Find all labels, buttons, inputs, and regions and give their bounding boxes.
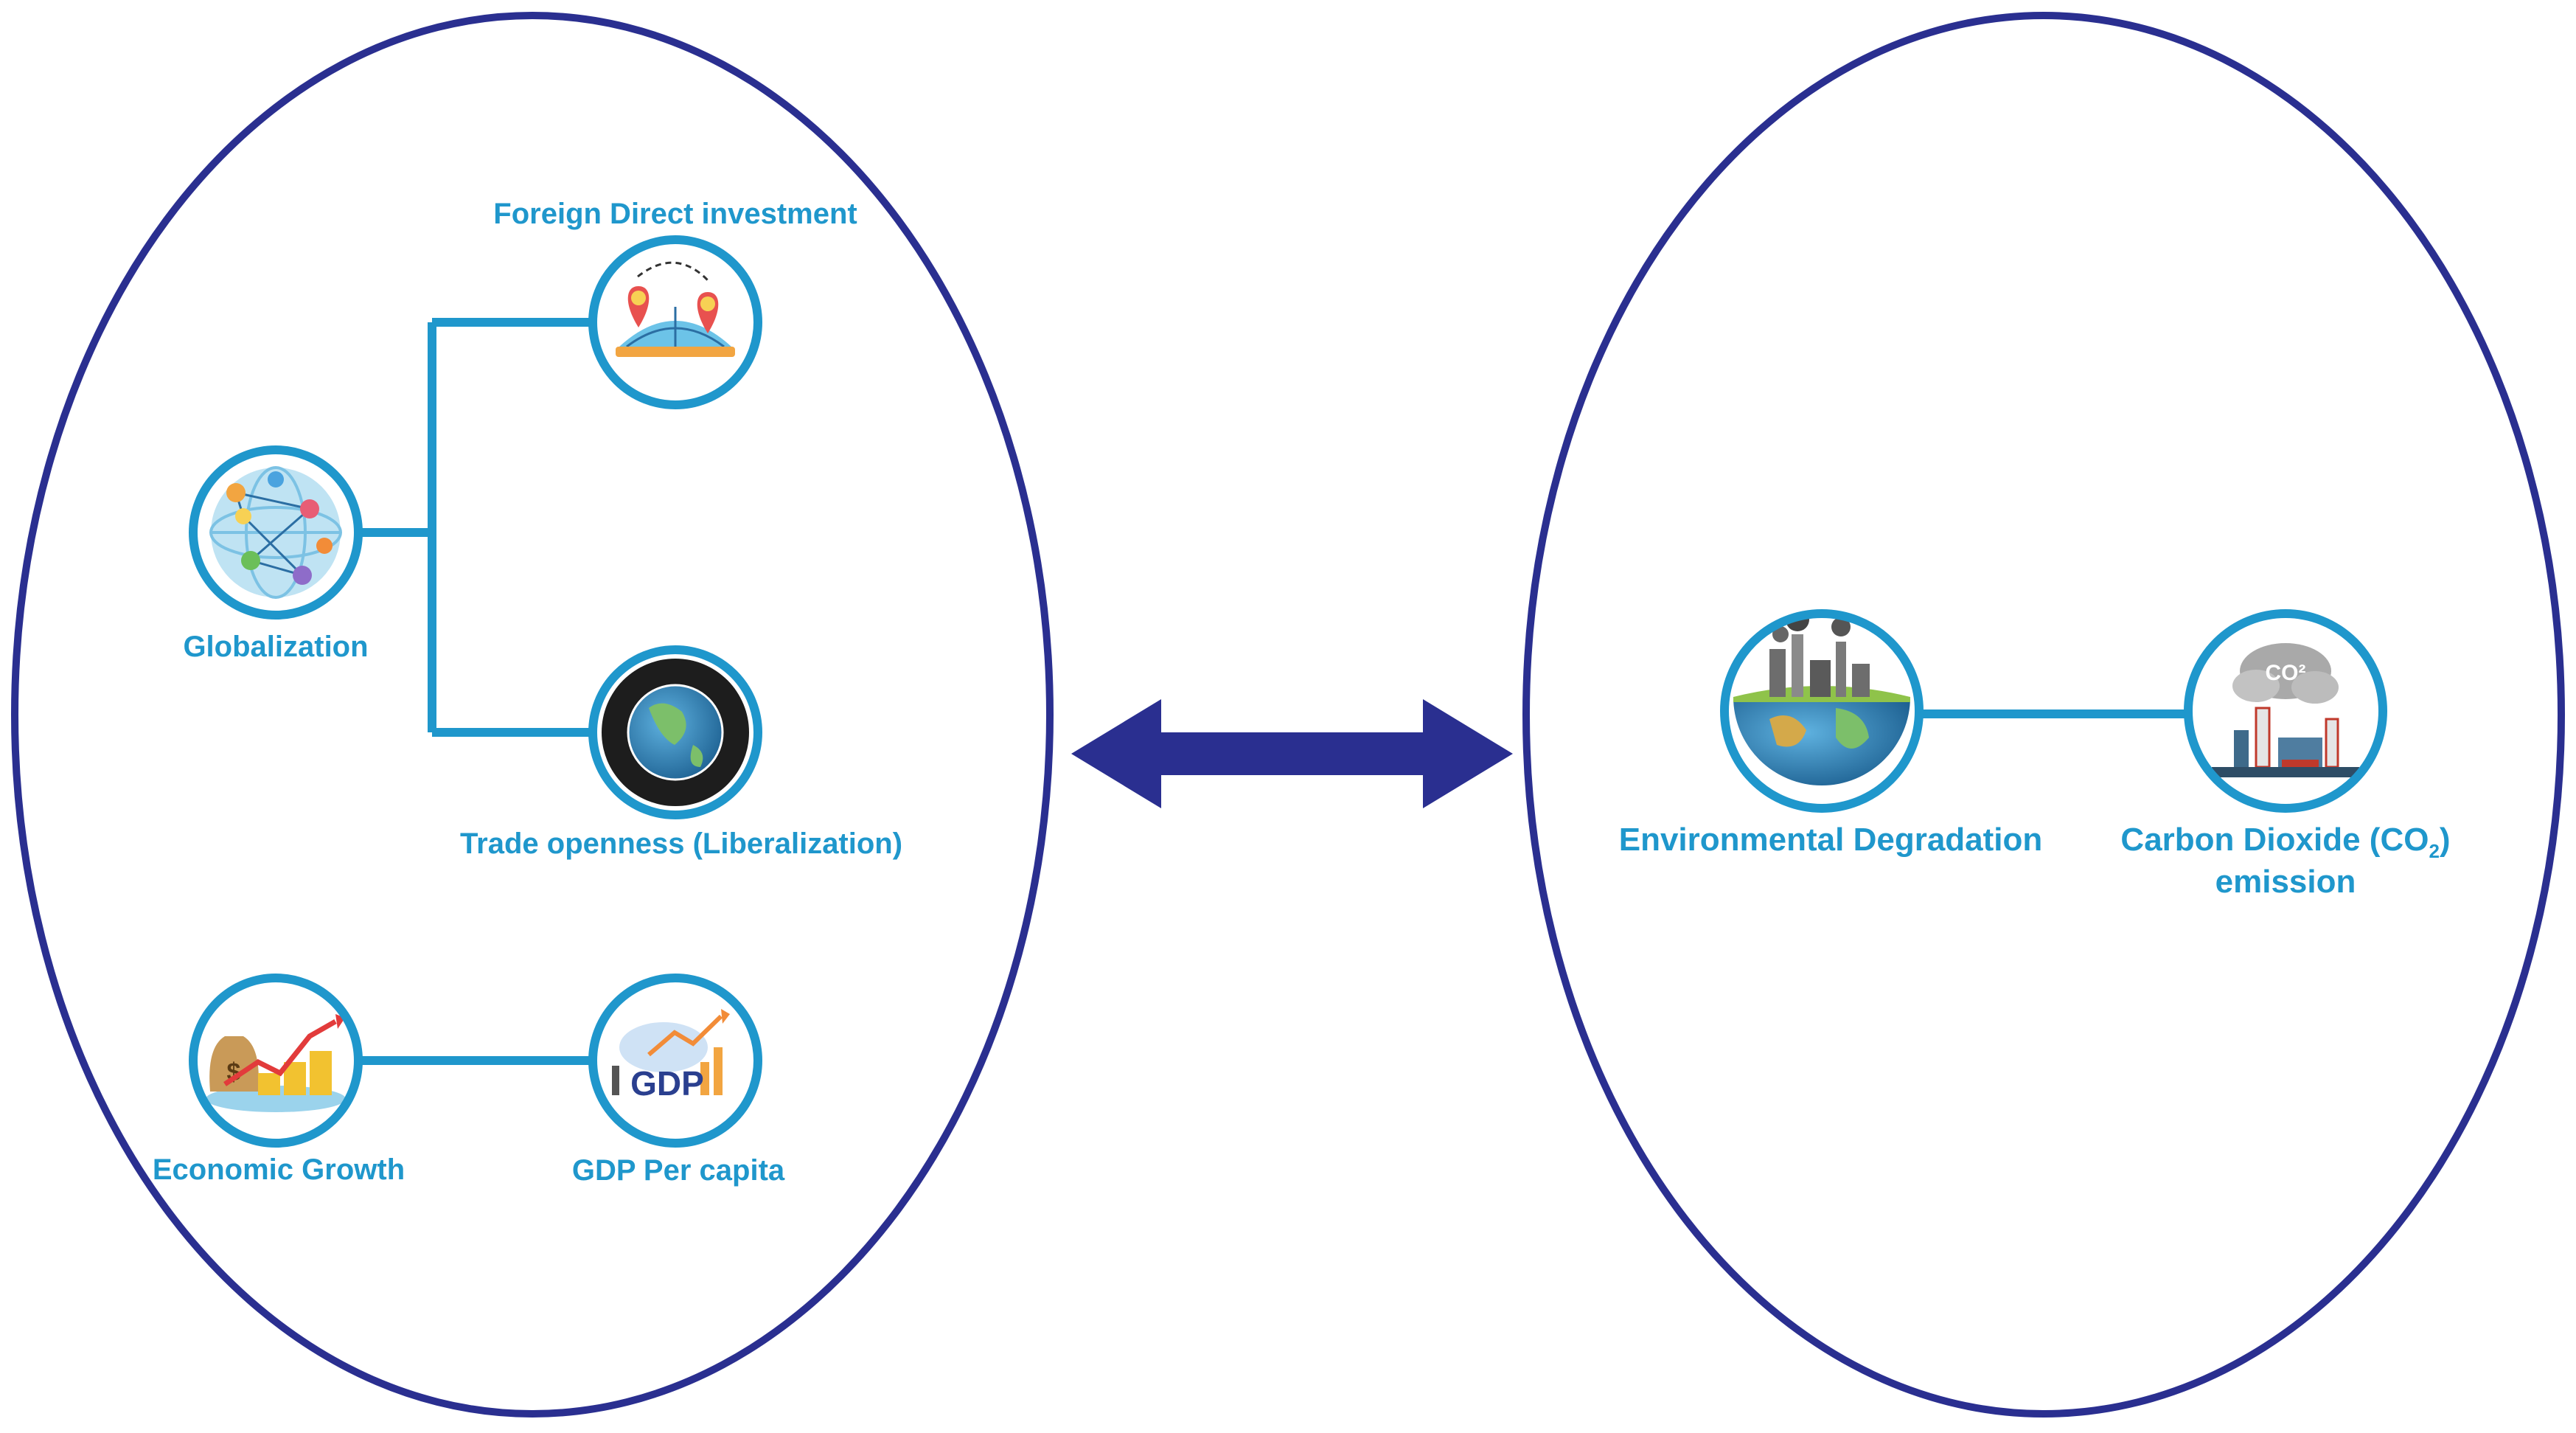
- trade-node: [588, 645, 762, 819]
- co2-emission-node: CO²: [2184, 609, 2387, 813]
- globe-crowd-icon: [602, 659, 749, 806]
- environmental-degradation-label: Environmental Degradation: [1618, 822, 2043, 858]
- co2-label-main: Carbon Dioxide (CO: [2120, 822, 2429, 858]
- gdp-chart-icon: GDP: [612, 1009, 730, 1103]
- co2-label-line2: emission: [2215, 863, 2356, 900]
- gdp-icon-text: GDP: [630, 1064, 704, 1103]
- economic-growth-node: $: [189, 974, 363, 1148]
- globalization-node: [189, 445, 363, 620]
- co2-factory-icon: CO²: [2212, 643, 2359, 777]
- co2-label-close: ): [2439, 822, 2451, 858]
- gdp-per-capita-label: GDP Per capita: [571, 1154, 785, 1187]
- right-group-ellipse: [1522, 12, 2565, 1418]
- money-bags-growth-icon: $: [206, 1014, 346, 1112]
- environmental-degradation-node: [1720, 609, 1924, 813]
- globe-dollar-pins-icon: [616, 261, 735, 357]
- polluted-earth-icon: [1733, 614, 1910, 785]
- left-group-ellipse: [11, 12, 1054, 1418]
- co2-cloud-text: CO²: [2266, 661, 2306, 685]
- fdi-label: Foreign Direct investment: [493, 198, 857, 230]
- co2-label-sub: 2: [2429, 839, 2440, 862]
- globe-network-icon: [209, 466, 342, 599]
- double-headed-arrow-icon: [1071, 699, 1513, 808]
- co2-emission-label: Carbon Dioxide (CO2) emission: [2120, 821, 2450, 902]
- fdi-node: [588, 235, 762, 409]
- gdp-node: GDP: [588, 974, 762, 1148]
- globalization-connector: [358, 318, 593, 737]
- economic-growth-label: Economic Growth: [152, 1153, 405, 1186]
- globalization-label: Globalization: [183, 631, 369, 663]
- trade-openness-label: Trade openness (Liberalization): [459, 827, 903, 860]
